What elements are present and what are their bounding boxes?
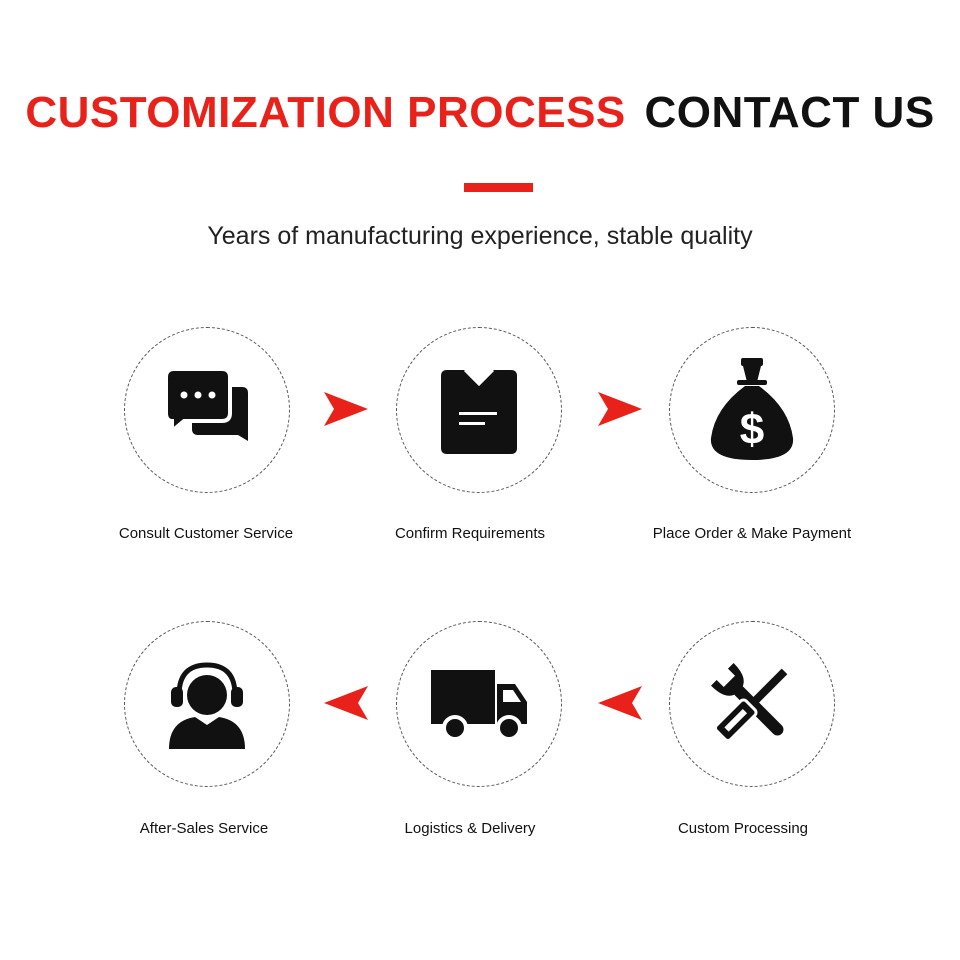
- step-consult-customer-service: [124, 327, 290, 493]
- clipboard-icon: [441, 368, 517, 454]
- chat-bubbles-icon: [164, 367, 248, 441]
- step-label: After-Sales Service: [139, 820, 269, 837]
- arrow-right-icon: [598, 392, 642, 426]
- money-bag-icon: $: [710, 358, 794, 460]
- title-divider: [464, 183, 533, 192]
- page-subtitle: Years of manufacturing experience, stabl…: [207, 222, 753, 250]
- step-label: Confirm Requirements: [394, 525, 546, 542]
- step-after-sales-service: [124, 621, 290, 787]
- step-label: Logistics & Delivery: [404, 820, 536, 837]
- arrow-right-icon: [324, 392, 368, 426]
- headset-agent-icon: [169, 662, 245, 749]
- step-label: Custom Processing: [677, 820, 809, 837]
- arrow-left-icon: [598, 686, 642, 720]
- page-title: CUSTOMIZATION PROCESS CONTACT US: [0, 88, 960, 138]
- svg-text:$: $: [740, 405, 764, 454]
- truck-icon: [431, 670, 527, 741]
- step-logistics-delivery: [396, 621, 562, 787]
- step-custom-processing: [669, 621, 835, 787]
- tools-icon: [710, 662, 788, 743]
- step-place-order: $: [669, 327, 835, 493]
- step-confirm-requirements: [396, 327, 562, 493]
- step-label: Place Order & Make Payment: [652, 525, 852, 542]
- arrow-left-icon: [324, 686, 368, 720]
- title-highlight: CUSTOMIZATION PROCESS: [25, 88, 626, 137]
- step-label: Consult Customer Service: [118, 525, 294, 542]
- title-contact-us: CONTACT US: [644, 88, 935, 137]
